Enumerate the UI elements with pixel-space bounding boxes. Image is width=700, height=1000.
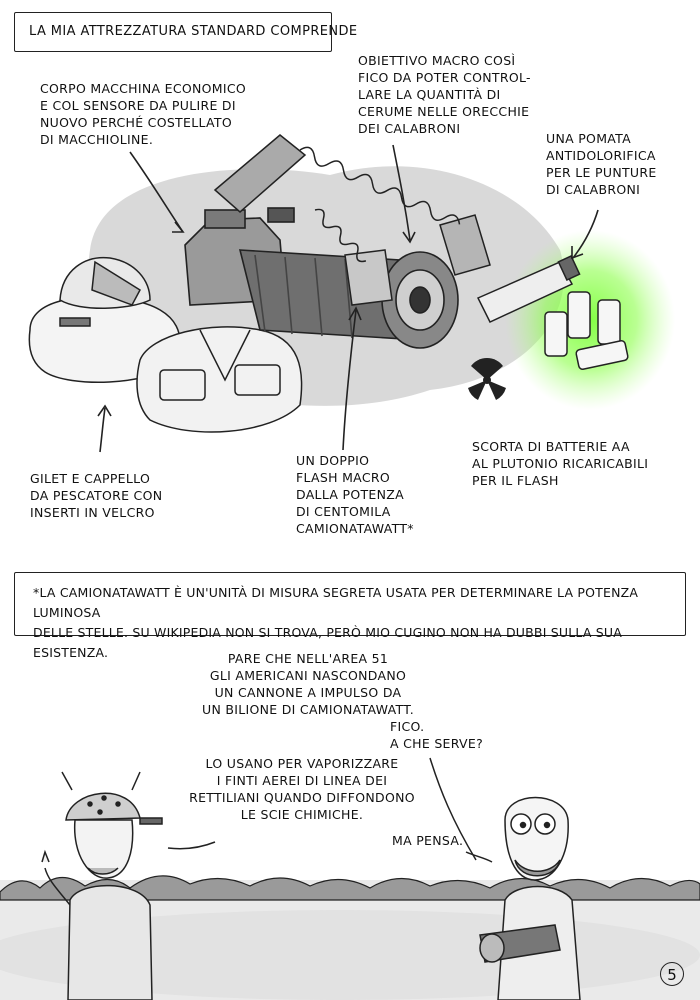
footnote-text: *LA CAMIONATAWATT È UN'UNITÀ DI MISURA S… (33, 585, 639, 660)
caption-camera-body: CORPO MACCHINA ECONOMICO E COL SENSORE D… (40, 81, 247, 147)
footnote-box: *LA CAMIONATAWATT È UN'UNITÀ DI MISURA S… (14, 572, 686, 660)
plutonium-batteries-icon (544, 291, 629, 370)
speech-area51: PARE CHE NELL'AREA 51 GLI AMERICANI NASC… (202, 651, 414, 717)
caption-arrows (97, 144, 599, 453)
caption-vest-hat: GILET E CAPPELLO DA PESCATORE CON INSERT… (30, 471, 163, 520)
title-caption-box: LA MIA ATTREZZATURA STANDARD COMPRENDE (14, 12, 357, 52)
radiation-icon (468, 358, 506, 400)
ointment-tube-icon (476, 254, 581, 323)
ground (0, 880, 700, 1000)
macro-flash-icon (213, 134, 491, 306)
arrow-ointment (572, 209, 599, 259)
colander-man-icon (41, 771, 163, 1000)
arrow-camera (129, 151, 184, 233)
page-number: 5 (660, 962, 684, 986)
arrow-vest (99, 407, 106, 453)
caption-macro-lens: OBIETTIVO MACRO COSÌ FICO DA POTER CONTR… (358, 53, 531, 136)
treeline (0, 875, 700, 901)
speech-vaporize: LO USANO PER VAPORIZZARE I FINTI AEREI D… (189, 756, 415, 822)
arrow-lens (392, 144, 411, 241)
arrow-flash (342, 309, 357, 451)
caption-flash: UN DOPPIO FLASH MACRO DALLA POTENZA DI C… (296, 453, 414, 536)
speech-fico: FICO. A CHE SERVE? (390, 719, 484, 751)
caption-batteries: SCORTA DI BATTERIE AA AL PLUTONIO RICARI… (472, 439, 649, 488)
coiled-cable (299, 146, 461, 225)
speech-ma-pensa: MA PENSA. (392, 833, 464, 848)
caption-ointment: UNA POMATA ANTIDOLORIFICA PER LE PUNTURE… (546, 131, 657, 197)
title-caption: LA MIA ATTREZZATURA STANDARD COMPRENDE (29, 24, 358, 39)
equipment-illustration (28, 134, 675, 453)
fishing-vest-icon (136, 326, 303, 433)
camera-man-icon (479, 796, 581, 1000)
